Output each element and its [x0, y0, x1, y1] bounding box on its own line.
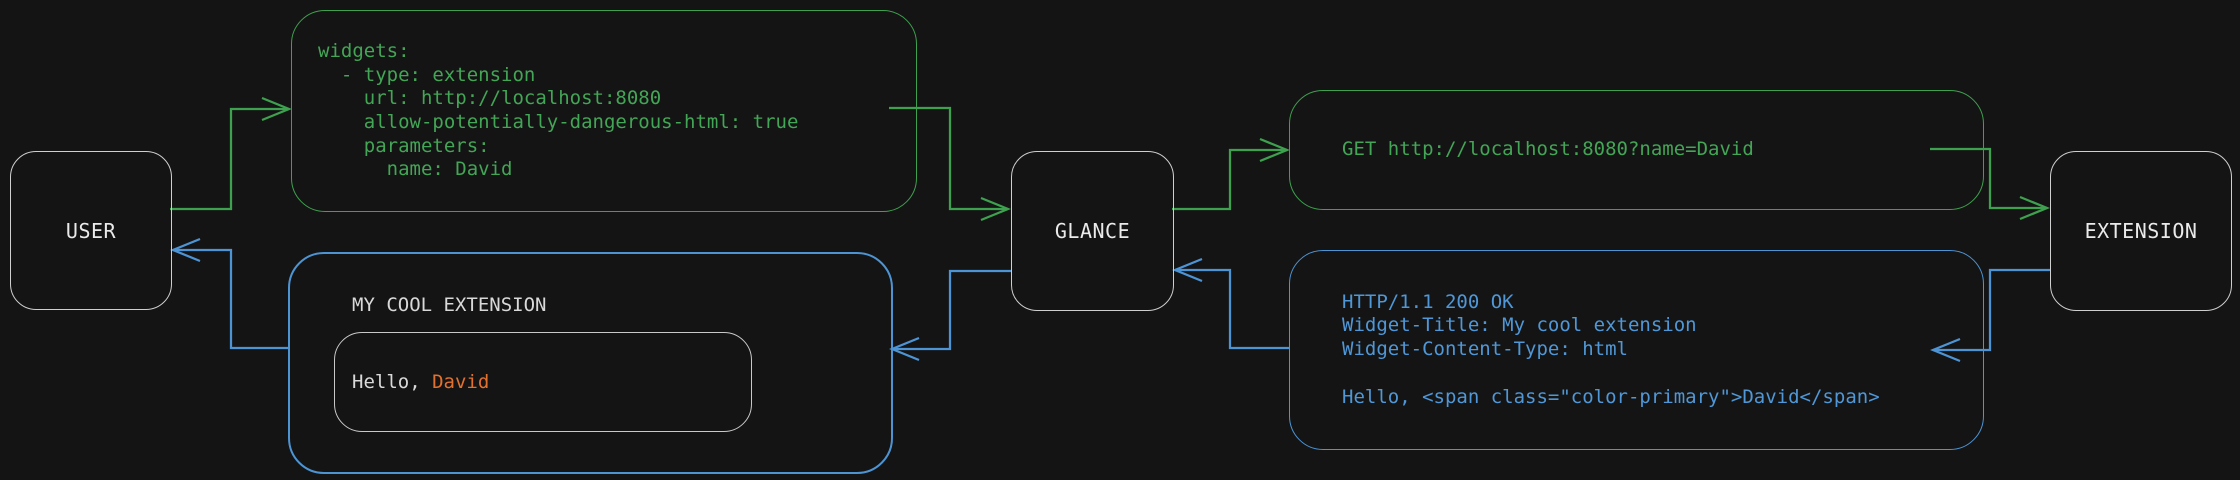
arrow-extension-to-response-head	[1930, 337, 1961, 363]
response-line: Hello, <span class="color-primary">David…	[1342, 385, 1880, 408]
request-line: GET http://localhost:8080?name=David	[1342, 138, 1754, 161]
arrow-glance-to-request-line	[1172, 148, 1287, 211]
config-line: parameters:	[318, 134, 490, 157]
arrow-response-to-glance-head	[1172, 257, 1203, 283]
response-line: Widget-Content-Type: html	[1342, 338, 1628, 361]
arrow-config-to-glance-head	[980, 196, 1011, 222]
node-glance: GLANCE	[1011, 151, 1174, 311]
greeting-name: David	[432, 371, 490, 393]
arrow-request-to-extension-line	[1930, 147, 2047, 210]
arrow-extension-to-response-line	[1933, 268, 2050, 352]
arrow-response-to-glance-line	[1175, 268, 1289, 350]
widget-greeting-box: Hello, David	[334, 332, 752, 432]
node-glance-label: GLANCE	[1054, 219, 1131, 243]
widget-title: MY COOL EXTENSION	[352, 294, 547, 316]
config-line: url: http://localhost:8080	[318, 87, 662, 110]
config-line: allow-potentially-dangerous-html: true	[318, 111, 799, 133]
config-line: name: David	[318, 158, 513, 181]
arrow-glance-to-widget-line	[892, 269, 1011, 351]
arrow-request-to-extension-head	[2019, 195, 2050, 221]
config-yaml-box: widgets: - type: extension url: http://l…	[291, 10, 917, 212]
node-extension-label: EXTENSION	[2084, 219, 2198, 243]
arrow-user-to-config-head	[261, 96, 292, 122]
config-line: widgets:	[318, 39, 410, 62]
response-line: HTTP/1.1 200 OK	[1342, 290, 1514, 313]
node-user-label: USER	[65, 218, 117, 243]
http-request-box: GET http://localhost:8080?name=David	[1289, 90, 1984, 210]
node-extension: EXTENSION	[2050, 151, 2232, 311]
response-line	[1342, 362, 1983, 386]
arrow-widget-to-user-line	[173, 248, 288, 350]
arrow-config-to-glance-line	[889, 106, 1008, 211]
widget-preview-box: MY COOL EXTENSION Hello, David	[288, 252, 893, 474]
arrow-user-to-config-line	[170, 107, 289, 211]
config-line: - type: extension	[318, 63, 536, 86]
http-response-box: HTTP/1.1 200 OK Widget-Title: My cool ex…	[1289, 250, 1984, 450]
response-line: Widget-Title: My cool extension	[1342, 314, 1697, 337]
node-user: USER	[10, 151, 172, 310]
arrow-glance-to-request-head	[1259, 137, 1290, 163]
greeting-prefix: Hello,	[352, 371, 433, 393]
arrow-widget-to-user-head	[170, 237, 201, 263]
